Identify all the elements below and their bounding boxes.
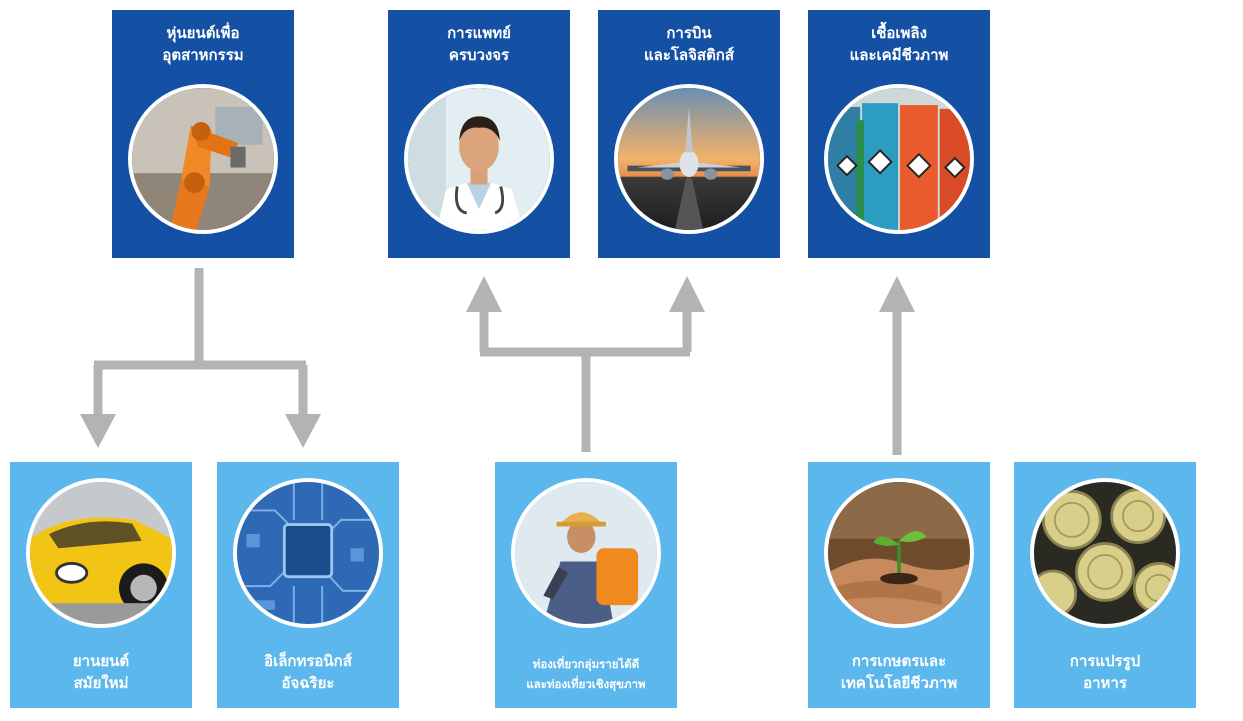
card-label: เชื้อเพลิง และเคมีชีวภาพ (849, 24, 949, 64)
card-label: อิเล็กทรอนิกส์ อัจฉริยะ (264, 652, 352, 692)
card-smart-electronics: อิเล็กทรอนิกส์ อัจฉริยะ (217, 462, 399, 708)
card-label: ท่องเที่ยวกลุ่มรายได้ดี และท่องเที่ยวเชิ… (526, 657, 646, 691)
industrial-robot-icon (128, 84, 278, 234)
airplane-icon (614, 84, 764, 234)
card-biofuel-biochemical: เชื้อเพลิง และเคมีชีวภาพ (808, 10, 990, 258)
doctor-icon (404, 84, 554, 234)
card-label: การบิน และโลจิสติกส์ (643, 24, 735, 64)
arrowhead-biofuel (879, 276, 915, 312)
card-label: ยานยนต์ สมัยใหม่ (72, 652, 130, 692)
card-agriculture-biotech: การเกษตรและ เทคโนโลยีชีวภาพ (808, 462, 990, 708)
arrowhead-medical (466, 276, 502, 312)
card-label: การแพทย์ ครบวงจร (447, 24, 511, 64)
arrowhead-aviation (669, 276, 705, 312)
card-medical: การแพทย์ ครบวงจร (388, 10, 570, 258)
traveler-icon (511, 478, 661, 628)
card-food-processing: การแปรรูป อาหาร (1014, 462, 1196, 708)
chemical-barrels-icon (824, 84, 974, 234)
circuit-chip-icon (233, 478, 383, 628)
card-industrial-robots: หุ่นยนต์เพื่อ อุตสาหกรรม (112, 10, 294, 258)
arrowhead-car (80, 414, 116, 448)
food-cans-icon (1030, 478, 1180, 628)
card-aviation-logistics: การบิน และโลจิสติกส์ (598, 10, 780, 258)
arrowhead-electronics (285, 414, 321, 448)
seedling-icon (824, 478, 974, 628)
yellow-car-icon (26, 478, 176, 628)
card-label: การเกษตรและ เทคโนโลยีชีวภาพ (840, 652, 958, 692)
card-modern-automotive: ยานยนต์ สมัยใหม่ (10, 462, 192, 708)
card-wellness-tourism: ท่องเที่ยวกลุ่มรายได้ดี และท่องเที่ยวเชิ… (495, 462, 677, 708)
card-label: หุ่นยนต์เพื่อ อุตสาหกรรม (162, 24, 244, 64)
card-label: การแปรรูป อาหาร (1069, 652, 1141, 692)
